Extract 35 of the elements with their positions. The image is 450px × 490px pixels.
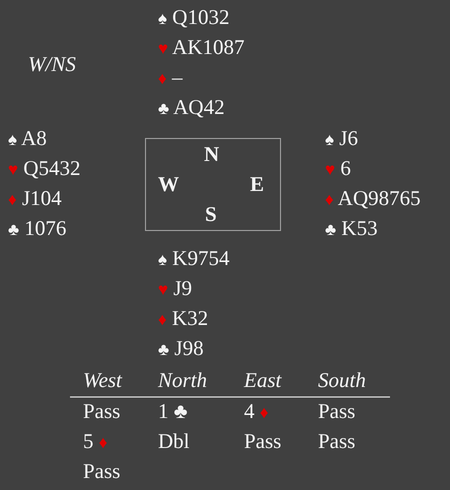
card-holding: ♠ K9754 xyxy=(158,246,230,272)
card-holding: ♠ A8 xyxy=(8,126,47,152)
card-holding: ♥ J9 xyxy=(158,276,192,302)
card-holding: ♠ Q1032 xyxy=(158,5,230,31)
compass-letter: N xyxy=(204,142,220,166)
card-holding: ♦ – xyxy=(158,65,182,91)
compass-box xyxy=(145,138,281,231)
card-holding: ♥ 6 xyxy=(325,156,351,182)
card-holding: ♥ AK1087 xyxy=(158,35,245,61)
card-holding: ♦ AQ98765 xyxy=(325,186,421,212)
bid-call: 1 ♣ xyxy=(158,399,188,423)
compass-letter: E xyxy=(250,172,264,196)
bid-call: Pass xyxy=(318,429,356,453)
card-holding: ♣ J98 xyxy=(158,336,204,362)
bid-call: Pass xyxy=(244,429,282,453)
auction-header: North xyxy=(158,368,208,392)
bid-call: 4 ♦ xyxy=(244,399,268,425)
card-holding: ♣ 1076 xyxy=(8,216,66,242)
bid-call: Pass xyxy=(83,399,120,423)
auction-header: South xyxy=(318,368,366,392)
card-holding: ♣ K53 xyxy=(325,216,378,242)
compass-letter: W xyxy=(158,172,179,196)
auction-header: East xyxy=(244,368,282,392)
bid-call: Dbl xyxy=(158,429,190,453)
card-holding: ♠ J6 xyxy=(325,126,358,152)
deal-info: W/NS xyxy=(28,52,76,76)
compass-letter: S xyxy=(205,202,217,226)
card-holding: ♥ Q5432 xyxy=(8,156,81,182)
card-holding: ♦ K32 xyxy=(158,306,208,332)
card-holding: ♣ AQ42 xyxy=(158,95,225,121)
bid-call: Pass xyxy=(83,459,120,483)
card-holding: ♦ J104 xyxy=(8,186,62,212)
bid-call: Pass xyxy=(318,399,356,423)
bid-call: 5 ♦ xyxy=(83,429,108,455)
auction-header: West xyxy=(83,368,122,392)
